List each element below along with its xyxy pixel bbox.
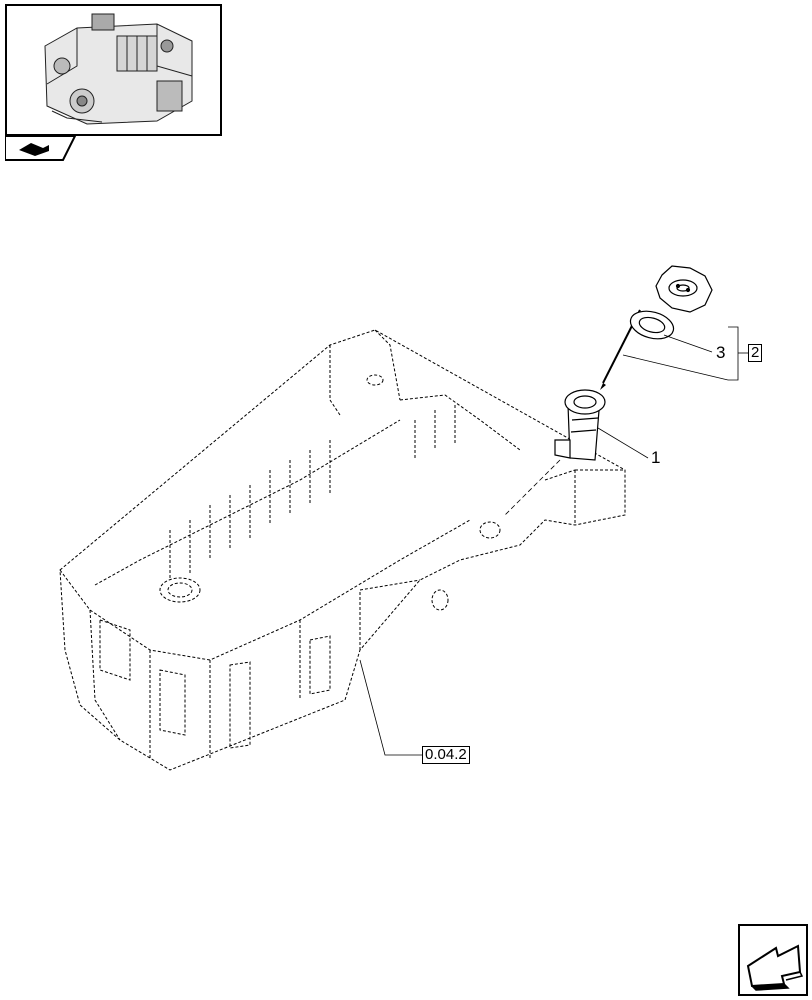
dipstick-cap	[655, 265, 713, 313]
view-tab	[4, 135, 77, 167]
dipstick-seal	[629, 310, 675, 340]
group-bracket	[728, 326, 739, 381]
tilted-part-icon	[19, 143, 49, 156]
oil-sump	[59, 329, 626, 771]
engine-thumbnail	[5, 4, 222, 136]
leader-line-3b	[622, 354, 729, 381]
dipstick-tube	[554, 389, 606, 461]
next-page-button[interactable]	[738, 924, 808, 996]
callout-part-3: 3	[716, 343, 726, 362]
callout-group-2[interactable]: 2	[748, 344, 763, 362]
engine-thumbnail-icon	[44, 13, 193, 125]
leader-line-3a	[663, 334, 713, 353]
leader-line-ref	[359, 659, 422, 756]
callout-part-1: 1	[651, 448, 661, 467]
reference-link[interactable]: 0.04.2	[422, 746, 470, 764]
leader-line-1	[597, 427, 649, 459]
next-page-arrow-icon	[746, 944, 804, 991]
